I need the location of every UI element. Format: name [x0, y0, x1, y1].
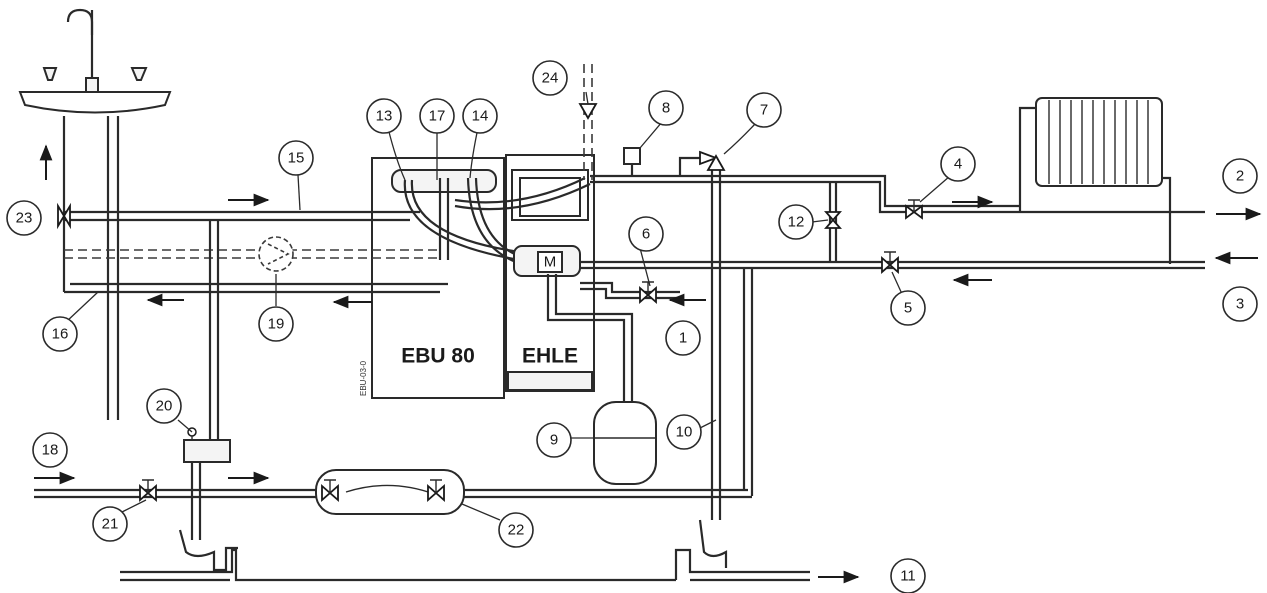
callout-24: 24	[532, 60, 568, 96]
valve-12	[824, 211, 842, 229]
svg-text:6: 6	[642, 226, 650, 243]
callout-7: 7	[746, 92, 782, 128]
callout-11: 11	[890, 558, 926, 593]
faucet-knob-right	[130, 67, 148, 81]
callout-22: 22	[498, 512, 534, 548]
svg-text:4: 4	[954, 156, 962, 173]
svg-text:10: 10	[676, 424, 693, 441]
ehle-unit: EHLE	[505, 154, 595, 392]
ebu-side-code: EBU-03-0	[359, 360, 368, 396]
expansion-vessel	[593, 401, 657, 485]
svg-text:19: 19	[268, 316, 285, 333]
ehle-label: EHLE	[522, 345, 578, 368]
callout-2: 2	[1222, 158, 1258, 194]
svg-text:2: 2	[1236, 168, 1244, 185]
valve-22a	[321, 479, 339, 502]
valve-7	[699, 150, 726, 171]
drain-lines	[120, 519, 810, 582]
ebu-unit: EBU 80 EBU-03-0	[359, 157, 505, 399]
svg-text:21: 21	[102, 516, 119, 533]
svg-text:18: 18	[42, 442, 59, 459]
callout-23: 23	[6, 200, 42, 236]
svg-text:5: 5	[904, 300, 912, 317]
callout-10: 10	[666, 414, 702, 450]
callout-4: 4	[940, 146, 976, 182]
ebu-label: EBU 80	[401, 345, 475, 368]
callout-1: 1	[665, 320, 701, 356]
callout-14: 14	[462, 98, 498, 134]
callout-19: 19	[258, 306, 294, 342]
flow-arrows	[34, 144, 1262, 584]
valve-6	[639, 281, 657, 304]
callout-9: 9	[536, 422, 572, 458]
callout-17: 17	[419, 98, 455, 134]
svg-text:7: 7	[760, 102, 768, 119]
callout-21: 21	[92, 506, 128, 542]
svg-text:14: 14	[472, 108, 489, 125]
svg-text:22: 22	[508, 522, 525, 539]
callout-6: 6	[628, 216, 664, 252]
callout-13: 13	[366, 98, 402, 134]
svg-text:M: M	[544, 254, 557, 271]
svg-text:1: 1	[679, 330, 687, 347]
cold-water-pipes	[34, 427, 752, 540]
svg-text:13: 13	[376, 108, 393, 125]
callout-3: 3	[1222, 286, 1258, 322]
svg-text:11: 11	[900, 568, 916, 585]
leader-lines	[65, 91, 951, 521]
faucet-spout	[66, 8, 94, 35]
svg-text:3: 3	[1236, 296, 1244, 313]
radiator	[1018, 97, 1172, 264]
circulation-pump	[258, 236, 294, 272]
callout-5: 5	[890, 290, 926, 326]
callout-20: 20	[146, 388, 182, 424]
washbasin	[18, 8, 172, 420]
valve-23	[57, 202, 71, 230]
svg-text:8: 8	[662, 100, 670, 117]
valve-5	[881, 251, 899, 274]
valve-22b	[427, 479, 445, 502]
valve-21	[139, 479, 157, 502]
callout-8: 8	[648, 90, 684, 126]
svg-text:12: 12	[788, 214, 805, 231]
flex-hoses	[403, 177, 591, 267]
svg-text:24: 24	[542, 70, 559, 87]
vent-line	[578, 64, 598, 180]
faucet-base	[85, 77, 99, 93]
svg-text:23: 23	[16, 210, 33, 227]
valve-4	[905, 199, 923, 220]
valves	[57, 150, 923, 502]
callout-15: 15	[278, 140, 314, 176]
callout-16: 16	[42, 316, 78, 352]
svg-text:16: 16	[52, 326, 69, 343]
svg-text:20: 20	[156, 398, 173, 415]
callout-12: 12	[778, 204, 814, 240]
callout-18: 18	[32, 432, 68, 468]
svg-text:9: 9	[550, 432, 558, 449]
pump-motor: M	[513, 245, 581, 277]
faucet-knob-left	[42, 67, 58, 81]
hot-water-pipes	[64, 210, 448, 440]
svg-text:17: 17	[429, 108, 446, 125]
svg-text:15: 15	[288, 150, 305, 167]
